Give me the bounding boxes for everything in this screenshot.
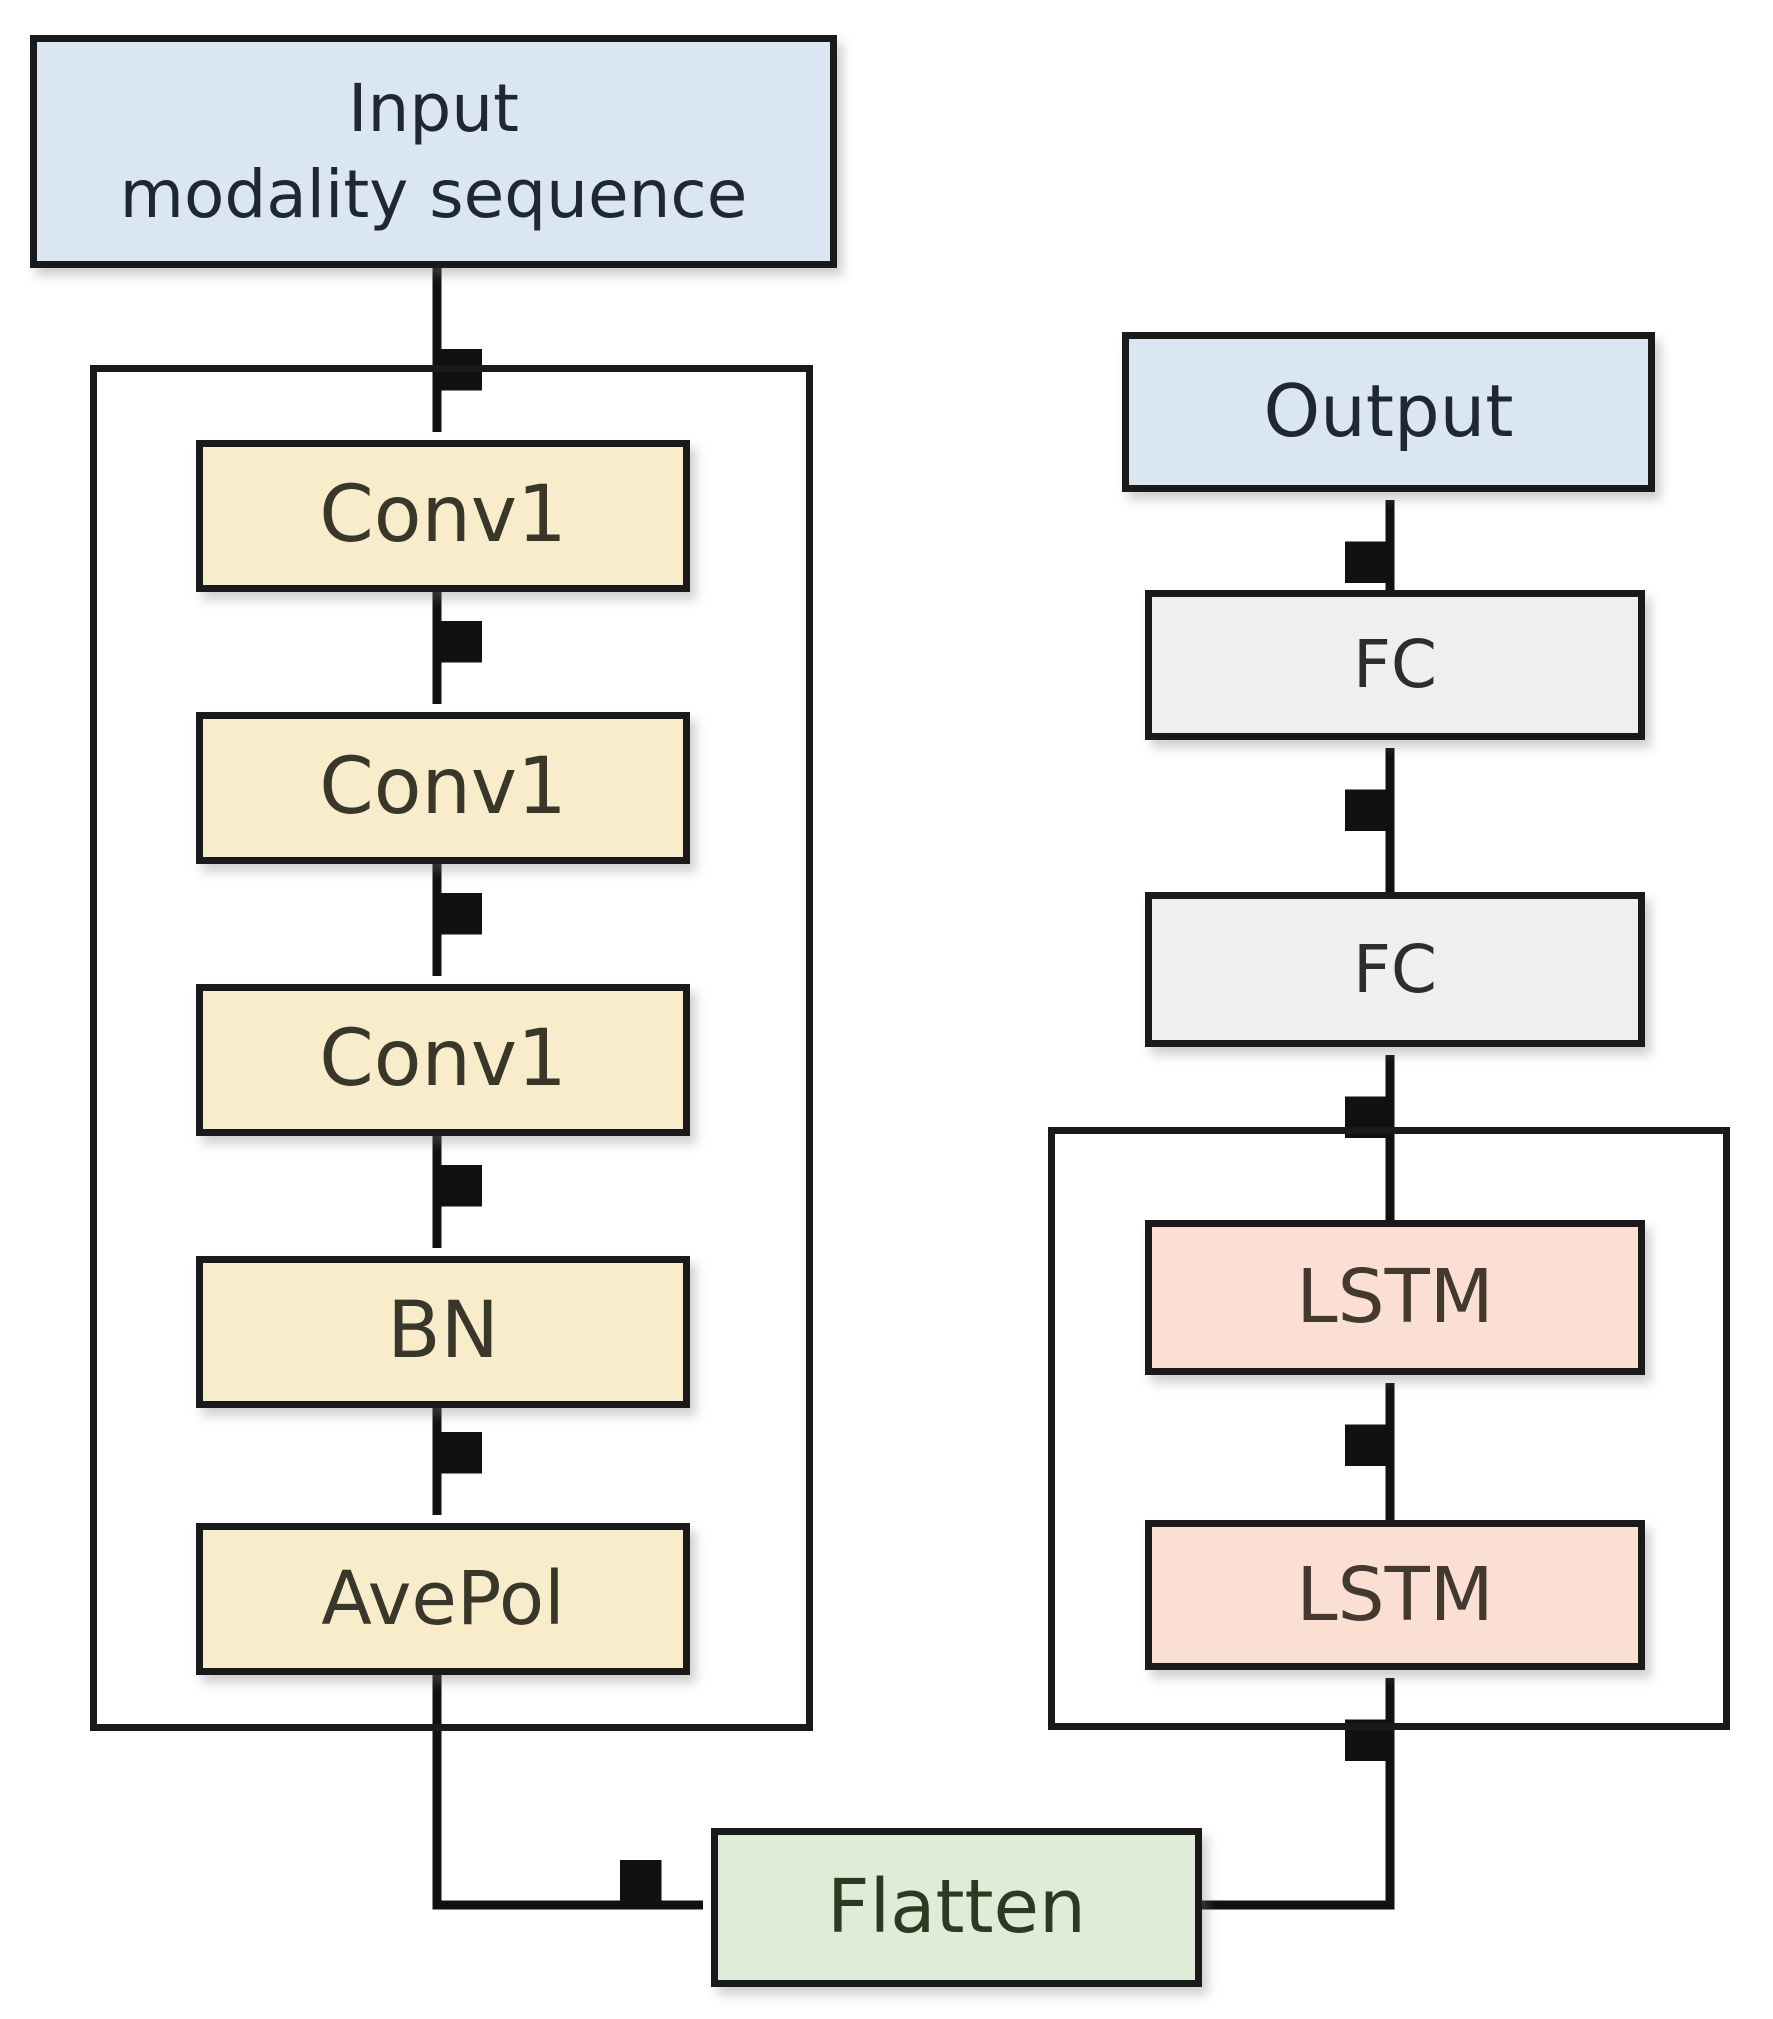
lstm-node-upper-label: LSTM <box>1296 1254 1494 1341</box>
avepool-node-label: AvePol <box>321 1555 565 1642</box>
input-node: Input modality sequence <box>30 35 837 268</box>
fc-node-upper-label: FC <box>1352 626 1438 704</box>
batchnorm-node-label: BN <box>387 1286 499 1377</box>
fc-node-lower-label: FC <box>1352 930 1438 1008</box>
conv1-node-2-label: Conv1 <box>319 742 567 833</box>
conv1-node-3-label: Conv1 <box>319 1014 567 1105</box>
lstm-node-upper: LSTM <box>1145 1220 1645 1375</box>
batchnorm-node: BN <box>196 1256 690 1408</box>
avepool-node: AvePol <box>196 1523 690 1675</box>
cnn-branch-container <box>90 365 813 1731</box>
lstm-node-lower: LSTM <box>1145 1520 1645 1670</box>
fc-node-upper: FC <box>1145 590 1645 740</box>
input-label-line2: modality sequence <box>119 155 748 233</box>
conv1-node-2: Conv1 <box>196 712 690 864</box>
output-node: Output <box>1122 332 1655 492</box>
conv1-node-3: Conv1 <box>196 984 690 1136</box>
conv1-node-1: Conv1 <box>196 440 690 592</box>
lstm-node-lower-label: LSTM <box>1296 1551 1494 1638</box>
output-node-label: Output <box>1263 369 1514 454</box>
input-node-label: Input modality sequence <box>120 66 748 238</box>
flatten-node: Flatten <box>711 1828 1202 1987</box>
lstm-branch-container <box>1048 1127 1730 1730</box>
conv1-node-1-label: Conv1 <box>319 470 567 561</box>
fc-node-lower: FC <box>1145 892 1645 1047</box>
flatten-node-label: Flatten <box>827 1864 1086 1951</box>
input-label-line1: Input <box>348 69 519 147</box>
